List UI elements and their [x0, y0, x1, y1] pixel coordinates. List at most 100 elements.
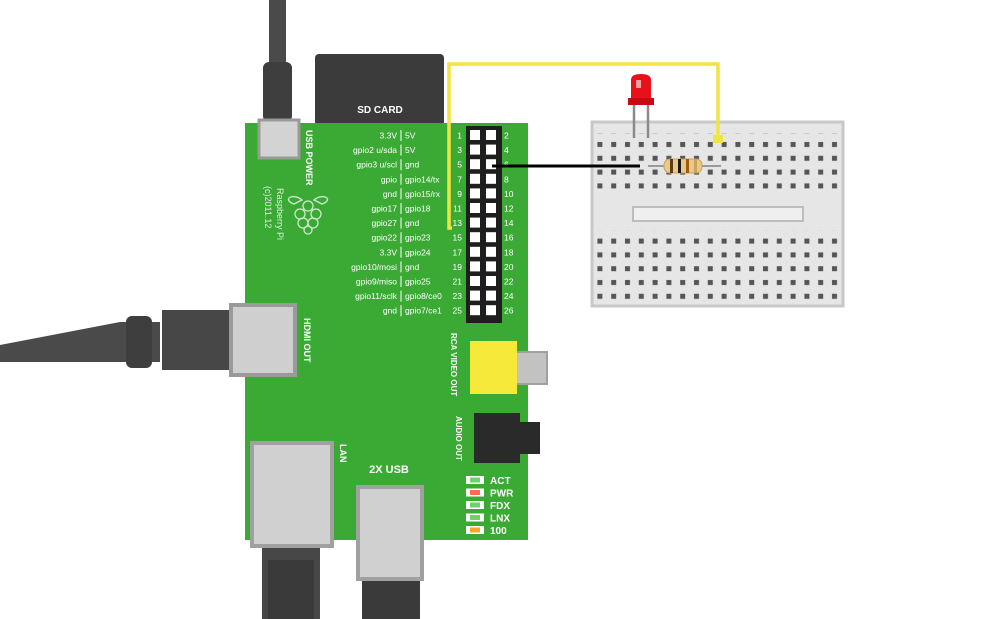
gpio-pin-number: 3 [457, 145, 462, 155]
usb-power-label: USB POWER [304, 130, 314, 186]
gpio-pin-number: 1 [457, 131, 462, 141]
gpio-pin-number: 25 [453, 306, 463, 316]
status-led [470, 502, 480, 508]
gpio-left-label: gpio22 [371, 233, 397, 243]
gpio-pin-number: 12 [504, 204, 514, 214]
gpio-left-label: gpio17 [371, 204, 397, 214]
gpio-pin-number: 5 [457, 160, 462, 170]
status-led-label: 100 [490, 526, 507, 537]
gpio-right-label: gpio15/rx [405, 189, 441, 199]
gpio-pin-number: 15 [453, 233, 463, 243]
gpio-pin-number: 20 [504, 262, 514, 272]
gpio-pin [470, 203, 480, 213]
dual-usb-port [356, 485, 424, 581]
lan-label: LAN [338, 444, 348, 463]
gpio-left-label: 3.3V [380, 131, 398, 141]
gpio-pin-number: 19 [453, 262, 463, 272]
gpio-pin-number: 7 [457, 174, 462, 184]
gpio-left-label: 3.3V [380, 247, 398, 257]
gpio-pin-number: 10 [504, 189, 514, 199]
gpio-pin [486, 246, 496, 257]
gpio-right-label: gpio18 [405, 204, 431, 214]
gpio-right-label: gnd [405, 262, 419, 272]
breadboard-divider [632, 206, 804, 222]
copyright-label: (c)2011.12 [263, 186, 273, 228]
gpio-pin-number: 21 [453, 277, 463, 287]
gpio-pin-number: 11 [453, 204, 462, 214]
hdmi-cable [0, 310, 232, 370]
gpio-pin-number: 16 [504, 233, 514, 243]
gpio-pin [470, 261, 480, 272]
gpio-left-label: gpio27 [371, 218, 397, 228]
gpio-pin-number: 26 [504, 306, 514, 316]
audio-out-port [474, 413, 540, 463]
gpio-pin-number: 2 [504, 131, 509, 141]
gpio-right-label: gpio7/ce1 [405, 306, 442, 316]
gpio-pin [486, 159, 496, 170]
gpio-left-label: gnd [383, 189, 397, 199]
gpio-pin [486, 232, 496, 243]
gpio-right-label: gnd [405, 218, 419, 228]
yellow-wire [447, 62, 720, 230]
gpio-left-label: gpio9/miso [356, 277, 397, 287]
gpio-pin [470, 173, 480, 184]
usb-cable [362, 576, 420, 619]
gpio-pin [486, 217, 496, 228]
gpio-right-label: 5V [405, 131, 416, 141]
lan-cable [262, 545, 320, 619]
model-label: Raspberry Pi [275, 188, 285, 240]
status-led-label: ACT [490, 476, 511, 487]
gpio-pin-number: 14 [504, 218, 514, 228]
resistor [648, 158, 721, 174]
gpio-left-label: gpio11/sclk [355, 291, 398, 301]
gpio-pin [470, 159, 480, 170]
gpio-pin [470, 290, 480, 301]
gpio-pin [486, 188, 496, 199]
gpio-right-label: gpio25 [405, 277, 431, 287]
gpio-pin-number: 17 [453, 247, 463, 257]
gpio-pin-number: 13 [453, 218, 463, 228]
gpio-pin [470, 188, 480, 199]
gpio-left-label: gpio [381, 174, 397, 184]
status-led-label: FDX [490, 501, 510, 512]
gpio-pin [470, 276, 480, 286]
gpio-left-label: gpio10/mosi [351, 262, 397, 272]
gpio-pin [486, 144, 496, 155]
gpio-pin [470, 144, 480, 155]
gpio-left-label: gnd [383, 306, 397, 316]
gpio-pin-number: 23 [453, 291, 463, 301]
gpio-pin [486, 130, 496, 140]
status-led [470, 477, 480, 483]
gpio-right-label: 5V [405, 145, 416, 155]
status-led-label: PWR [490, 489, 514, 500]
gpio-pin [470, 305, 480, 316]
lan-port [250, 441, 334, 548]
gpio-pin-number: 18 [504, 247, 514, 257]
gpio-right-label: gpio23 [405, 233, 431, 243]
rca-video-label: RCA VIDEO OUT [449, 333, 458, 396]
gpio-pin [486, 203, 496, 213]
gpio-pin [486, 173, 496, 184]
red-led [628, 74, 654, 138]
gpio-pin [486, 276, 496, 286]
gpio-pin-number: 4 [504, 145, 509, 155]
sd-card-label: SD CARD [357, 105, 403, 116]
gpio-pin [486, 290, 496, 301]
usb-power-port [257, 118, 301, 160]
status-led [470, 515, 480, 520]
gpio-pin [470, 246, 480, 257]
gpio-pin [470, 232, 480, 243]
status-led [470, 527, 480, 533]
rca-video-port [470, 341, 548, 394]
status-led [470, 490, 480, 495]
usb-power-cable [263, 0, 292, 122]
sd-card: SD CARD [315, 54, 444, 126]
gpio-pin [470, 130, 480, 140]
gpio-pins [470, 130, 496, 316]
breadboard [590, 120, 845, 308]
gpio-pin-number: 22 [504, 277, 514, 287]
audio-out-label: AUDIO OUT [454, 416, 463, 461]
